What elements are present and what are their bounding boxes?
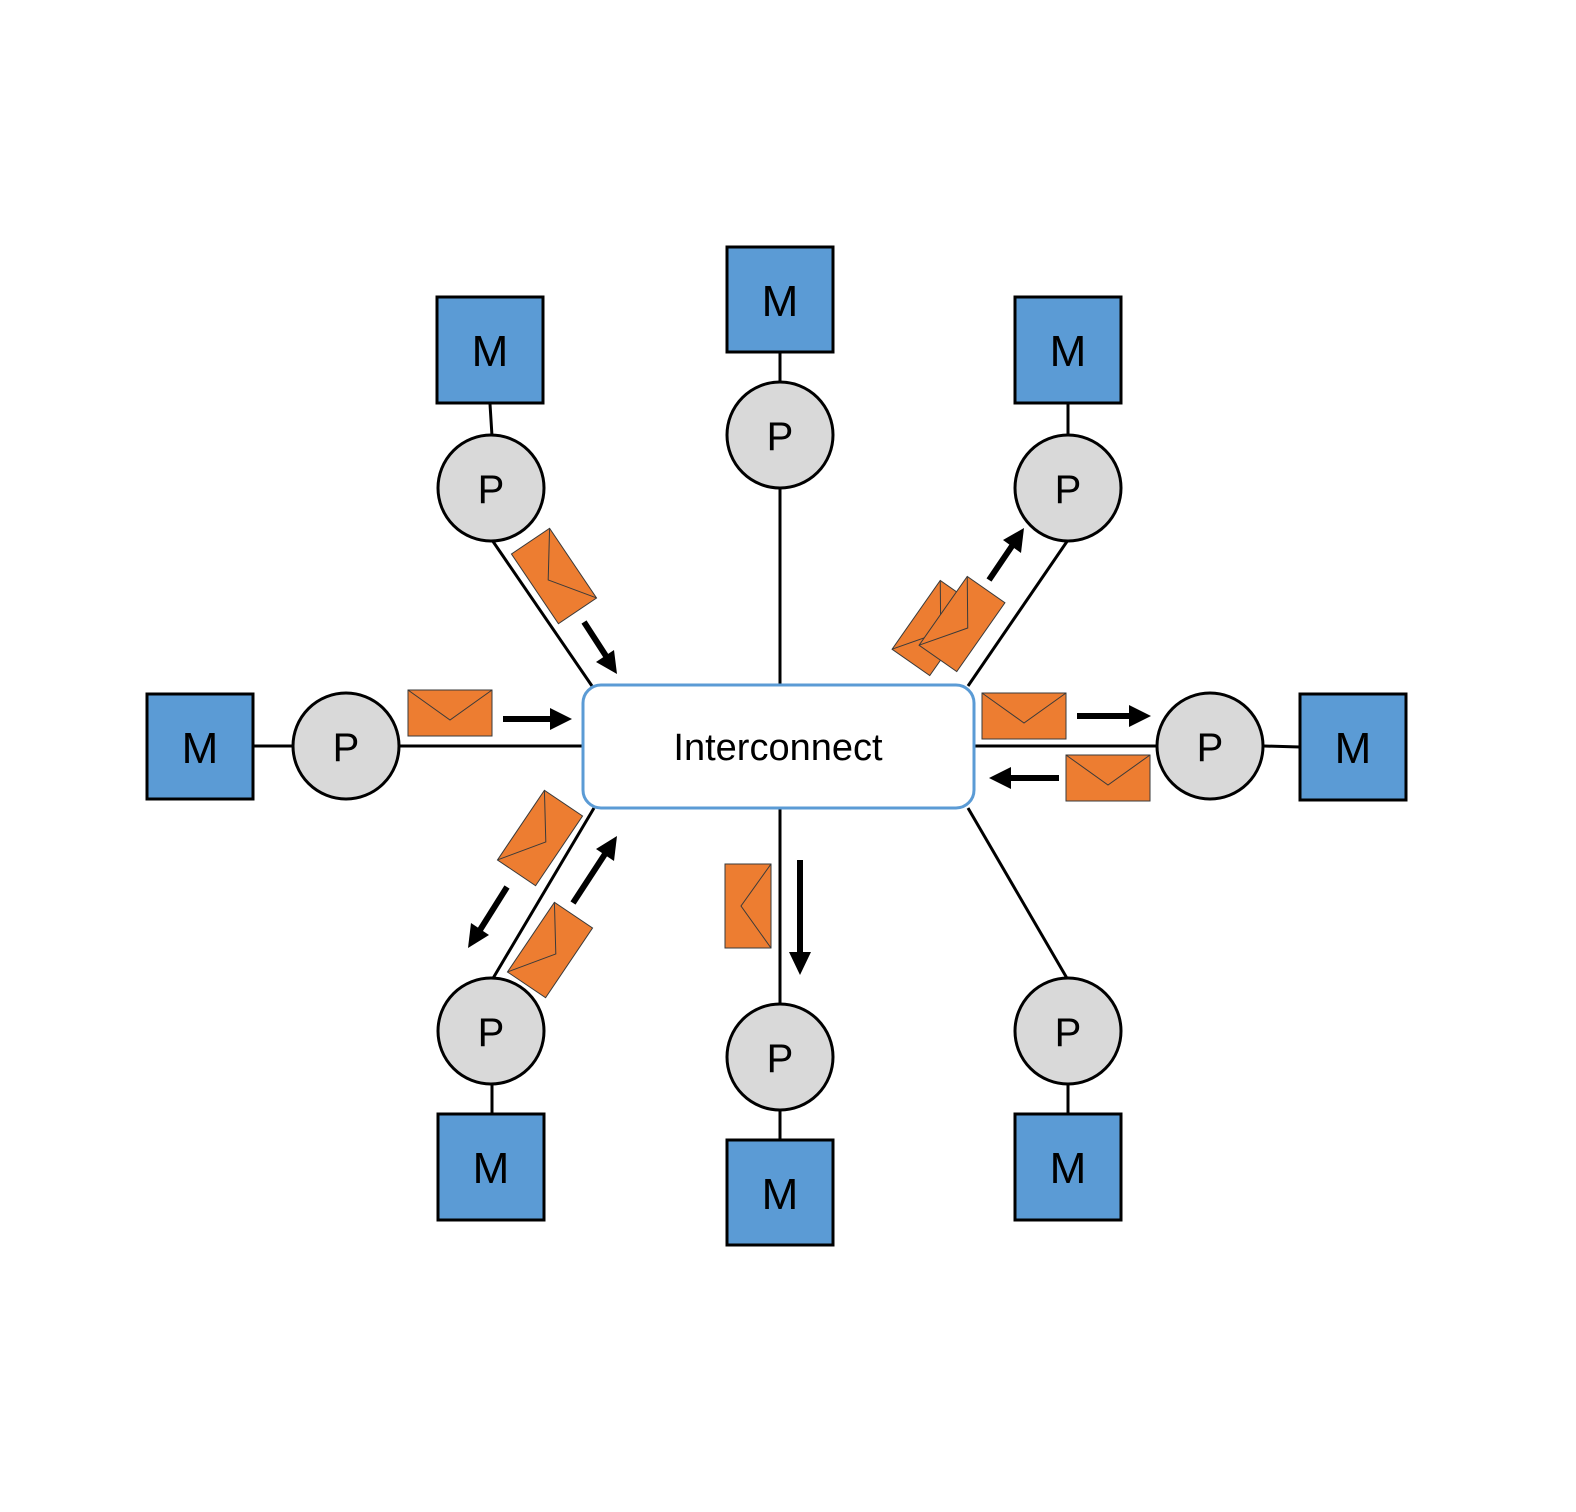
processor-label: P	[1055, 468, 1082, 512]
messages	[407, 527, 1151, 999]
processor-label: P	[333, 726, 360, 770]
envelope-icon	[918, 575, 1006, 673]
processor-label: P	[767, 415, 794, 459]
link-bottom-right	[966, 807, 1070, 981]
arrow-up-right-icon	[986, 528, 1024, 582]
memory-label: M	[762, 1170, 799, 1219]
pm-link-top-left	[488, 403, 494, 437]
processor-label: P	[478, 1011, 505, 1055]
processor-nodes: P P P P P P P P	[291, 380, 1265, 1112]
arrows	[468, 528, 1151, 975]
pm-link-right	[1263, 744, 1301, 749]
interconnect-label: Interconnect	[673, 727, 883, 769]
processor-label: P	[478, 468, 505, 512]
memory-nodes: M M M M M M M M	[145, 245, 1408, 1247]
link-top-left	[490, 539, 594, 687]
processor-label: P	[1197, 726, 1224, 770]
processor-top-left: P	[436, 433, 546, 543]
memory-bottom-right: M	[1013, 1112, 1123, 1222]
processor-top: P	[725, 380, 835, 490]
memory-left: M	[145, 692, 255, 801]
processor-label: P	[1055, 1011, 1082, 1055]
processor-right: P	[1155, 691, 1265, 801]
envelope-icon	[981, 692, 1067, 740]
processor-bottom-right: P	[1013, 976, 1123, 1086]
envelope-icon	[407, 689, 493, 737]
envelope-icon	[510, 527, 598, 625]
interconnect: Interconnect	[581, 683, 976, 810]
memory-label: M	[182, 724, 219, 773]
memory-label: M	[473, 1144, 510, 1193]
memory-label: M	[1050, 327, 1087, 376]
memory-label: M	[1335, 724, 1372, 773]
memory-right: M	[1298, 692, 1408, 802]
arrow-left-icon	[989, 767, 1059, 789]
arrow-down-right-icon	[581, 620, 617, 674]
processor-label: P	[767, 1037, 794, 1081]
memory-bottom-left: M	[436, 1112, 546, 1222]
processor-bottom: P	[725, 1002, 835, 1112]
arrow-down-icon	[789, 860, 811, 975]
arrow-up-right-icon	[570, 836, 617, 905]
envelope-icon	[724, 863, 772, 949]
memory-bottom: M	[725, 1138, 835, 1247]
processor-top-right: P	[1013, 433, 1123, 543]
memory-top: M	[725, 245, 835, 354]
processor-left: P	[291, 691, 401, 801]
envelope-icon	[496, 789, 584, 887]
memory-top-right: M	[1013, 295, 1123, 405]
link-bottom-left	[490, 807, 596, 981]
memory-label: M	[472, 327, 509, 376]
arrow-right-icon	[503, 708, 572, 730]
memory-label: M	[1050, 1144, 1087, 1193]
processor-bottom-left: P	[436, 976, 546, 1086]
arrow-down-left-icon	[468, 885, 510, 948]
envelope-icon	[1065, 754, 1151, 802]
arrow-right-icon	[1077, 705, 1151, 727]
memory-top-left: M	[435, 295, 545, 405]
link-top-right	[966, 539, 1070, 687]
envelope-icon	[506, 901, 594, 999]
interconnect-box	[581, 683, 976, 810]
links	[254, 352, 1301, 1140]
memory-label: M	[762, 277, 799, 326]
